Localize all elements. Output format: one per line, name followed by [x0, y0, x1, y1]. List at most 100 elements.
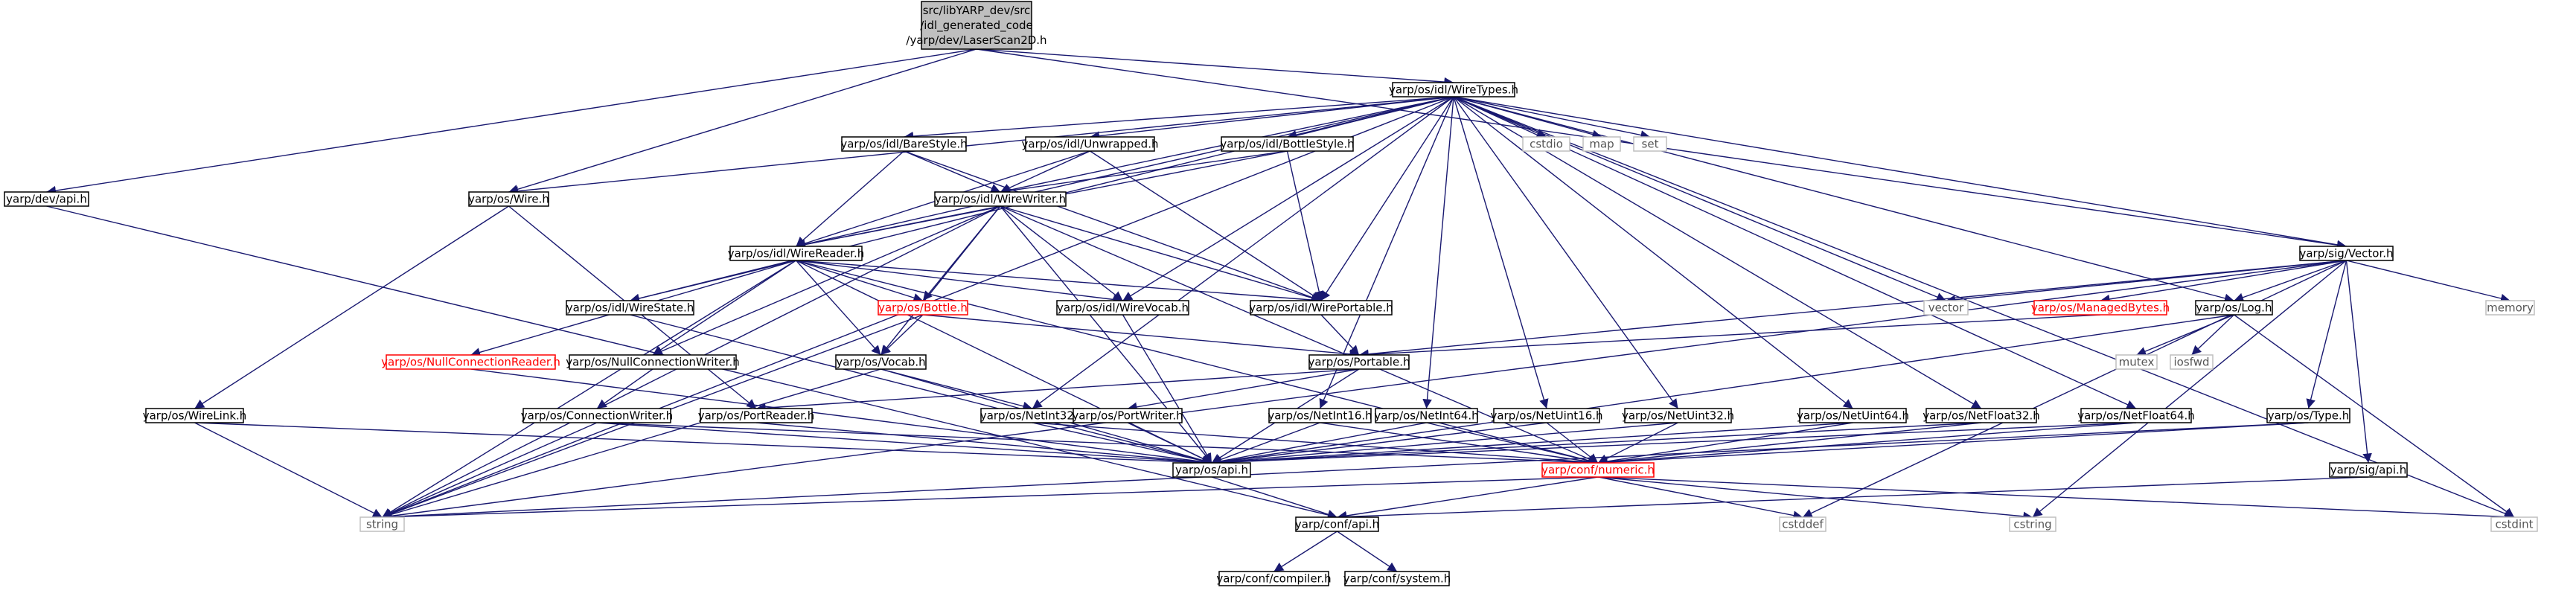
node-label: yarp/os/idl/WireWriter.h: [935, 193, 1066, 206]
edge-wirewriter-to-osapi: [1000, 205, 1212, 464]
node-devapi[interactable]: yarp/dev/api.h: [4, 191, 89, 207]
node-memory: memory: [2485, 300, 2535, 316]
edge-osapi-to-confapi: [1211, 476, 1337, 519]
node-portwriter[interactable]: yarp/os/PortWriter.h: [1072, 408, 1183, 423]
node-label: yarp/os/NetFloat64.h: [2077, 409, 2195, 423]
node-wiretypes[interactable]: yarp/os/idl/WireTypes.h: [1389, 82, 1518, 97]
node-numeric[interactable]: yarp/conf/numeric.h: [1541, 462, 1655, 478]
node-portable[interactable]: yarp/os/Portable.h: [1308, 354, 1410, 370]
edge-nullconnwriter-to-connwriter: [596, 368, 653, 409]
node-root[interactable]: src/libYARP_dev/src/idl_generated_code/y…: [906, 1, 1047, 50]
node-box: [1392, 82, 1515, 97]
node-netint32[interactable]: yarp/os/NetInt32.h: [980, 408, 1084, 423]
edge-netint32-to-osapi: [1032, 422, 1212, 466]
edge-wiretypes-to-wirereader: [796, 96, 1454, 249]
node-unwrapped[interactable]: yarp/os/idl/Unwrapped.h: [1022, 136, 1159, 152]
node-label: yarp/os/Log.h: [2196, 301, 2272, 315]
node-box: [1541, 462, 1655, 478]
edge-sigvector-to-cstddef: [1802, 260, 2347, 518]
node-box: [1633, 136, 1667, 152]
node-label: /yarp/dev/LaserScan2D.h: [906, 33, 1046, 47]
node-box: [1073, 408, 1183, 423]
node-wireportable[interactable]: yarp/os/idl/WirePortable.h: [1249, 300, 1393, 316]
node-wirelink[interactable]: yarp/os/WireLink.h: [143, 408, 247, 423]
node-label: yarp/os/NetInt16.h: [1268, 409, 1372, 423]
edge-netint64-to-osapi: [1211, 422, 1427, 466]
node-label: yarp/os/ConnectionWriter.h: [521, 409, 673, 423]
node-oslog[interactable]: yarp/os/Log.h: [2195, 300, 2273, 316]
node-netint64[interactable]: yarp/os/NetInt64.h: [1374, 408, 1479, 423]
edge-sigvector-to-sigapi: [2345, 260, 2372, 464]
node-confapi[interactable]: yarp/conf/api.h: [1295, 516, 1379, 532]
edge-oslog-to-mutex: [2136, 314, 2234, 356]
node-netuint64[interactable]: yarp/os/NetUint64.h: [1797, 408, 1909, 423]
edge-sigvector-to-oslog: [2234, 260, 2347, 302]
node-label: yarp/os/NullConnectionWriter.h: [566, 356, 739, 369]
node-netint16[interactable]: yarp/os/NetInt16.h: [1268, 408, 1372, 423]
node-box: [1624, 408, 1732, 423]
node-label: mutex: [2119, 356, 2155, 369]
node-managedbytes[interactable]: yarp/os/ManagedBytes.h: [2031, 300, 2170, 316]
node-netfloat32[interactable]: yarp/os/NetFloat32.h: [1923, 408, 2040, 423]
node-sigapi[interactable]: yarp/sig/api.h: [2329, 462, 2408, 478]
node-bottle[interactable]: yarp/os/Bottle.h: [878, 300, 968, 316]
node-box: [1923, 300, 1969, 316]
node-sigvector[interactable]: yarp/sig/Vector.h: [2299, 246, 2394, 261]
node-wirevocab[interactable]: yarp/os/idl/WireVocab.h: [1056, 300, 1189, 316]
edge-confapi-to-system: [1337, 531, 1398, 572]
node-label: yarp/os/NetFloat32.h: [1923, 409, 2040, 423]
node-wirereader[interactable]: yarp/os/idl/WireReader.h: [728, 246, 865, 261]
node-label: set: [1642, 138, 1659, 151]
node-compiler[interactable]: yarp/conf/compiler.h: [1216, 571, 1332, 586]
node-box: [1925, 408, 2037, 423]
edge-oslog-to-cstdint: [2234, 314, 2515, 518]
node-box: [1250, 300, 1393, 316]
node-netuint32[interactable]: yarp/os/NetUint32.h: [1622, 408, 1734, 423]
node-barestyle[interactable]: yarp/os/idl/BareStyle.h: [840, 136, 968, 152]
edge-wiretypes-to-barestyle: [904, 96, 1454, 141]
edge-root-to-wire: [508, 48, 977, 194]
node-wirewriter[interactable]: yarp/os/idl/WireWriter.h: [934, 191, 1067, 207]
node-portreader[interactable]: yarp/os/PortReader.h: [698, 408, 815, 423]
node-label: yarp/os/idl/Unwrapped.h: [1022, 138, 1159, 151]
node-netfloat64[interactable]: yarp/os/NetFloat64.h: [2077, 408, 2195, 423]
edge-wire-to-wirelink: [194, 205, 509, 409]
edge-wiretypes-to-netint32: [1032, 96, 1454, 409]
node-system[interactable]: yarp/conf/system.h: [1343, 571, 1451, 586]
edge-numeric-to-cstring: [1597, 476, 2033, 522]
node-osapi[interactable]: yarp/os/api.h: [1172, 462, 1251, 478]
node-box: [1493, 408, 1600, 423]
edge-netuint16-to-numeric: [1546, 422, 1599, 464]
edge-wirelink-to-string: [194, 422, 383, 518]
node-label: yarp/os/NullConnectionReader.h: [381, 356, 560, 369]
node-box: [386, 354, 556, 370]
edge-wirewriter-to-nullconnwriter: [652, 205, 1001, 356]
node-box: [2033, 300, 2167, 316]
node-label: yarp/os/ManagedBytes.h: [2031, 301, 2170, 315]
node-netuint16[interactable]: yarp/os/NetUint16.h: [1490, 408, 1603, 423]
edge-ostype-to-string: [382, 422, 2309, 522]
edge-sigvector-to-ostype: [2306, 260, 2348, 409]
edge-oslog-to-iosfwd: [2191, 314, 2234, 356]
node-wirestate[interactable]: yarp/os/idl/WireState.h: [566, 300, 694, 316]
edge-sigvector-to-memory: [2346, 260, 2511, 304]
edge-sigvector-to-string: [382, 260, 2347, 521]
node-label: cstdio: [1530, 138, 1563, 151]
node-label: yarp/sig/api.h: [2330, 464, 2407, 477]
edge-wirereader-to-numeric: [796, 260, 1599, 466]
nodes-layer: src/libYARP_dev/src/idl_generated_code/y…: [4, 1, 2538, 586]
node-box: [522, 408, 671, 423]
node-vocab[interactable]: yarp/os/Vocab.h: [835, 354, 927, 370]
edge-wirereader-to-wirestate: [630, 260, 796, 304]
edge-ostype-to-numeric: [1597, 422, 2309, 467]
node-nullconnwriter[interactable]: yarp/os/NullConnectionWriter.h: [566, 354, 740, 370]
node-nullconnreader[interactable]: yarp/os/NullConnectionReader.h: [381, 354, 560, 370]
edge-oslog-to-osapi: [1211, 314, 2234, 467]
node-string: string: [359, 516, 405, 532]
node-connwriter[interactable]: yarp/os/ConnectionWriter.h: [521, 408, 673, 423]
node-ostype[interactable]: yarp/os/Type.h: [2266, 408, 2350, 423]
node-label: /idl_generated_code: [920, 19, 1033, 33]
node-wire[interactable]: yarp/os/Wire.h: [468, 191, 549, 207]
node-bottlestyle[interactable]: yarp/os/idl/BottleStyle.h: [1220, 136, 1355, 152]
node-label: yarp/conf/numeric.h: [1541, 464, 1655, 477]
